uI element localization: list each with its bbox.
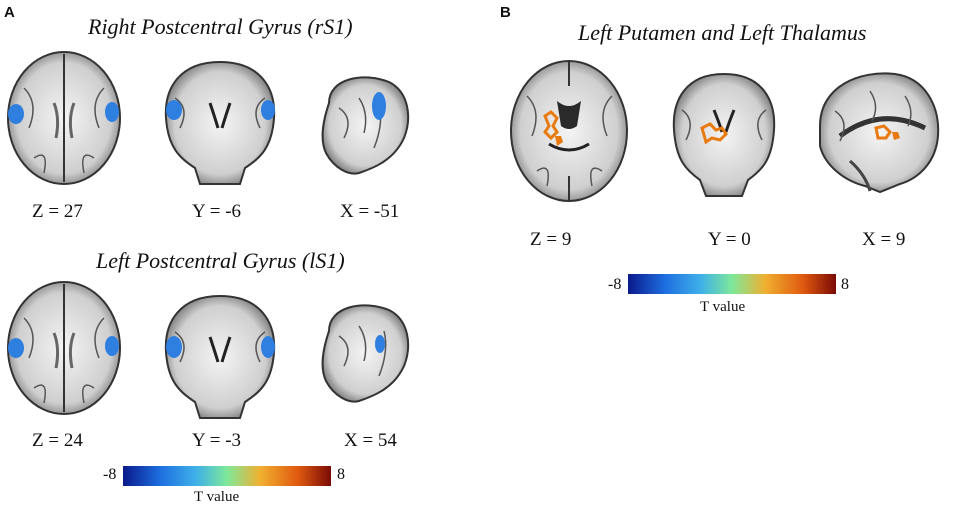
sagittal-slice-rs1 bbox=[321, 76, 410, 175]
colorbar-a-min: -8 bbox=[103, 466, 117, 483]
title-putamen-thalamus: Left Putamen and Left Thalamus bbox=[578, 20, 867, 45]
colorbar-b-min: -8 bbox=[608, 276, 622, 293]
coord-z-rs1: Z = 27 bbox=[32, 201, 83, 222]
coronal-slice-ls1 bbox=[164, 294, 276, 419]
axial-slice-ls1 bbox=[7, 281, 121, 415]
coord-x-rs1: X = -51 bbox=[340, 201, 400, 222]
colorbar-a-label: T value bbox=[194, 489, 240, 505]
coronal-slice-putamen bbox=[672, 72, 776, 197]
coord-x-ls1: X = 54 bbox=[344, 430, 397, 451]
coord-y-ls1: Y = -3 bbox=[192, 430, 242, 451]
panel-letter-b: B bbox=[500, 4, 511, 21]
coord-z-ls1: Z = 24 bbox=[32, 430, 83, 451]
colorbar-b-label: T value bbox=[700, 299, 746, 315]
coord-y-rs1: Y = -6 bbox=[192, 201, 242, 222]
coord-z-putamen: Z = 9 bbox=[530, 229, 572, 250]
axial-slice-rs1 bbox=[7, 51, 121, 185]
colorbar-a bbox=[123, 466, 331, 486]
title-right-postcentral: Right Postcentral Gyrus (rS1) bbox=[88, 14, 353, 39]
coronal-slice-rs1 bbox=[164, 60, 276, 185]
colorbar-b bbox=[628, 274, 836, 294]
colorbar-b-max: 8 bbox=[841, 276, 849, 293]
colorbar-a-max: 8 bbox=[337, 466, 345, 483]
sagittal-slice-ls1 bbox=[321, 304, 410, 403]
coord-y-putamen: Y = 0 bbox=[708, 229, 751, 250]
axial-slice-putamen bbox=[510, 60, 628, 202]
panel-letter-a: A bbox=[4, 4, 15, 21]
title-left-postcentral: Left Postcentral Gyrus (lS1) bbox=[96, 248, 345, 273]
sagittal-slice-putamen bbox=[819, 72, 940, 194]
coord-x-putamen: X = 9 bbox=[862, 229, 906, 250]
